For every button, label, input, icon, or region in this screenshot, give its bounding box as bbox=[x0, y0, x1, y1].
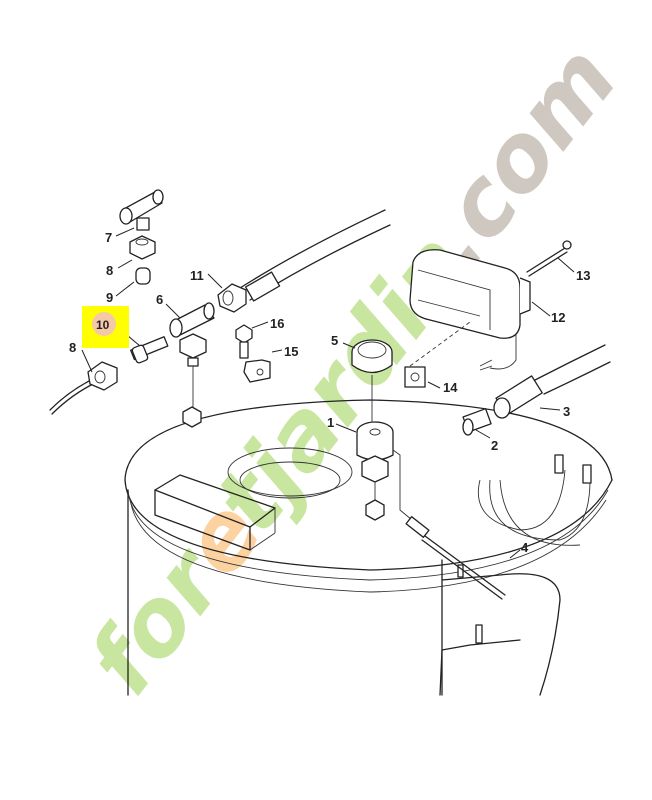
capillary-loops bbox=[477, 454, 592, 546]
part-6-tee-fitting bbox=[169, 302, 215, 428]
part-3-hose bbox=[493, 344, 611, 419]
part-2-coupling bbox=[462, 408, 492, 436]
label-part-12[interactable]: 12 bbox=[551, 310, 565, 325]
watermark: for e tjardin .com bbox=[68, 26, 638, 713]
label-part-13[interactable]: 13 bbox=[576, 268, 590, 283]
highlight-badge bbox=[92, 312, 116, 336]
part-10-connector bbox=[130, 336, 169, 364]
part-4-capillary bbox=[405, 516, 506, 600]
label-part-7[interactable]: 1 bbox=[0, 0, 7, 3]
label-part-10[interactable]: 10 bbox=[96, 318, 110, 332]
label-part-11[interactable]: 11 bbox=[190, 268, 204, 283]
part-11-hose bbox=[217, 209, 391, 313]
label-part-8-lower[interactable]: 8 bbox=[69, 340, 76, 355]
label-part-16[interactable]: 16 bbox=[270, 316, 284, 331]
part-9-olive bbox=[135, 267, 151, 285]
label-part-3[interactable]: 3 bbox=[563, 404, 570, 419]
label-part-4[interactable]: 4 bbox=[521, 540, 529, 555]
watermark-text-com: .com bbox=[400, 26, 637, 288]
part-13-screw bbox=[526, 240, 572, 277]
label-part-6[interactable]: 6 bbox=[156, 292, 163, 307]
part-15-clip bbox=[243, 359, 271, 383]
label-part-1[interactable]: 1 bbox=[327, 415, 334, 430]
label-part-2[interactable]: 2 bbox=[491, 438, 498, 453]
part-8-nut-lower bbox=[49, 361, 118, 415]
part-7-tee-fitting bbox=[119, 189, 164, 231]
part-14-square-nut bbox=[404, 321, 471, 388]
part-12-control-box bbox=[409, 249, 531, 371]
part-16-bolt bbox=[235, 324, 253, 359]
part-1-fitting bbox=[356, 421, 413, 521]
label-part-9[interactable]: 9 bbox=[106, 290, 113, 305]
label-part-8-top[interactable]: 8 bbox=[106, 263, 113, 278]
label-part-5[interactable]: 5 bbox=[331, 333, 338, 348]
label-part-15[interactable]: 15 bbox=[284, 344, 298, 359]
part-8-nut-top bbox=[129, 235, 156, 260]
part-5-gauge bbox=[351, 339, 393, 428]
label-part-14[interactable]: 14 bbox=[443, 380, 458, 395]
part-labels: 1 bbox=[0, 0, 7, 3]
tank bbox=[124, 399, 613, 696]
label-part-7[interactable]: 7 bbox=[105, 230, 112, 245]
